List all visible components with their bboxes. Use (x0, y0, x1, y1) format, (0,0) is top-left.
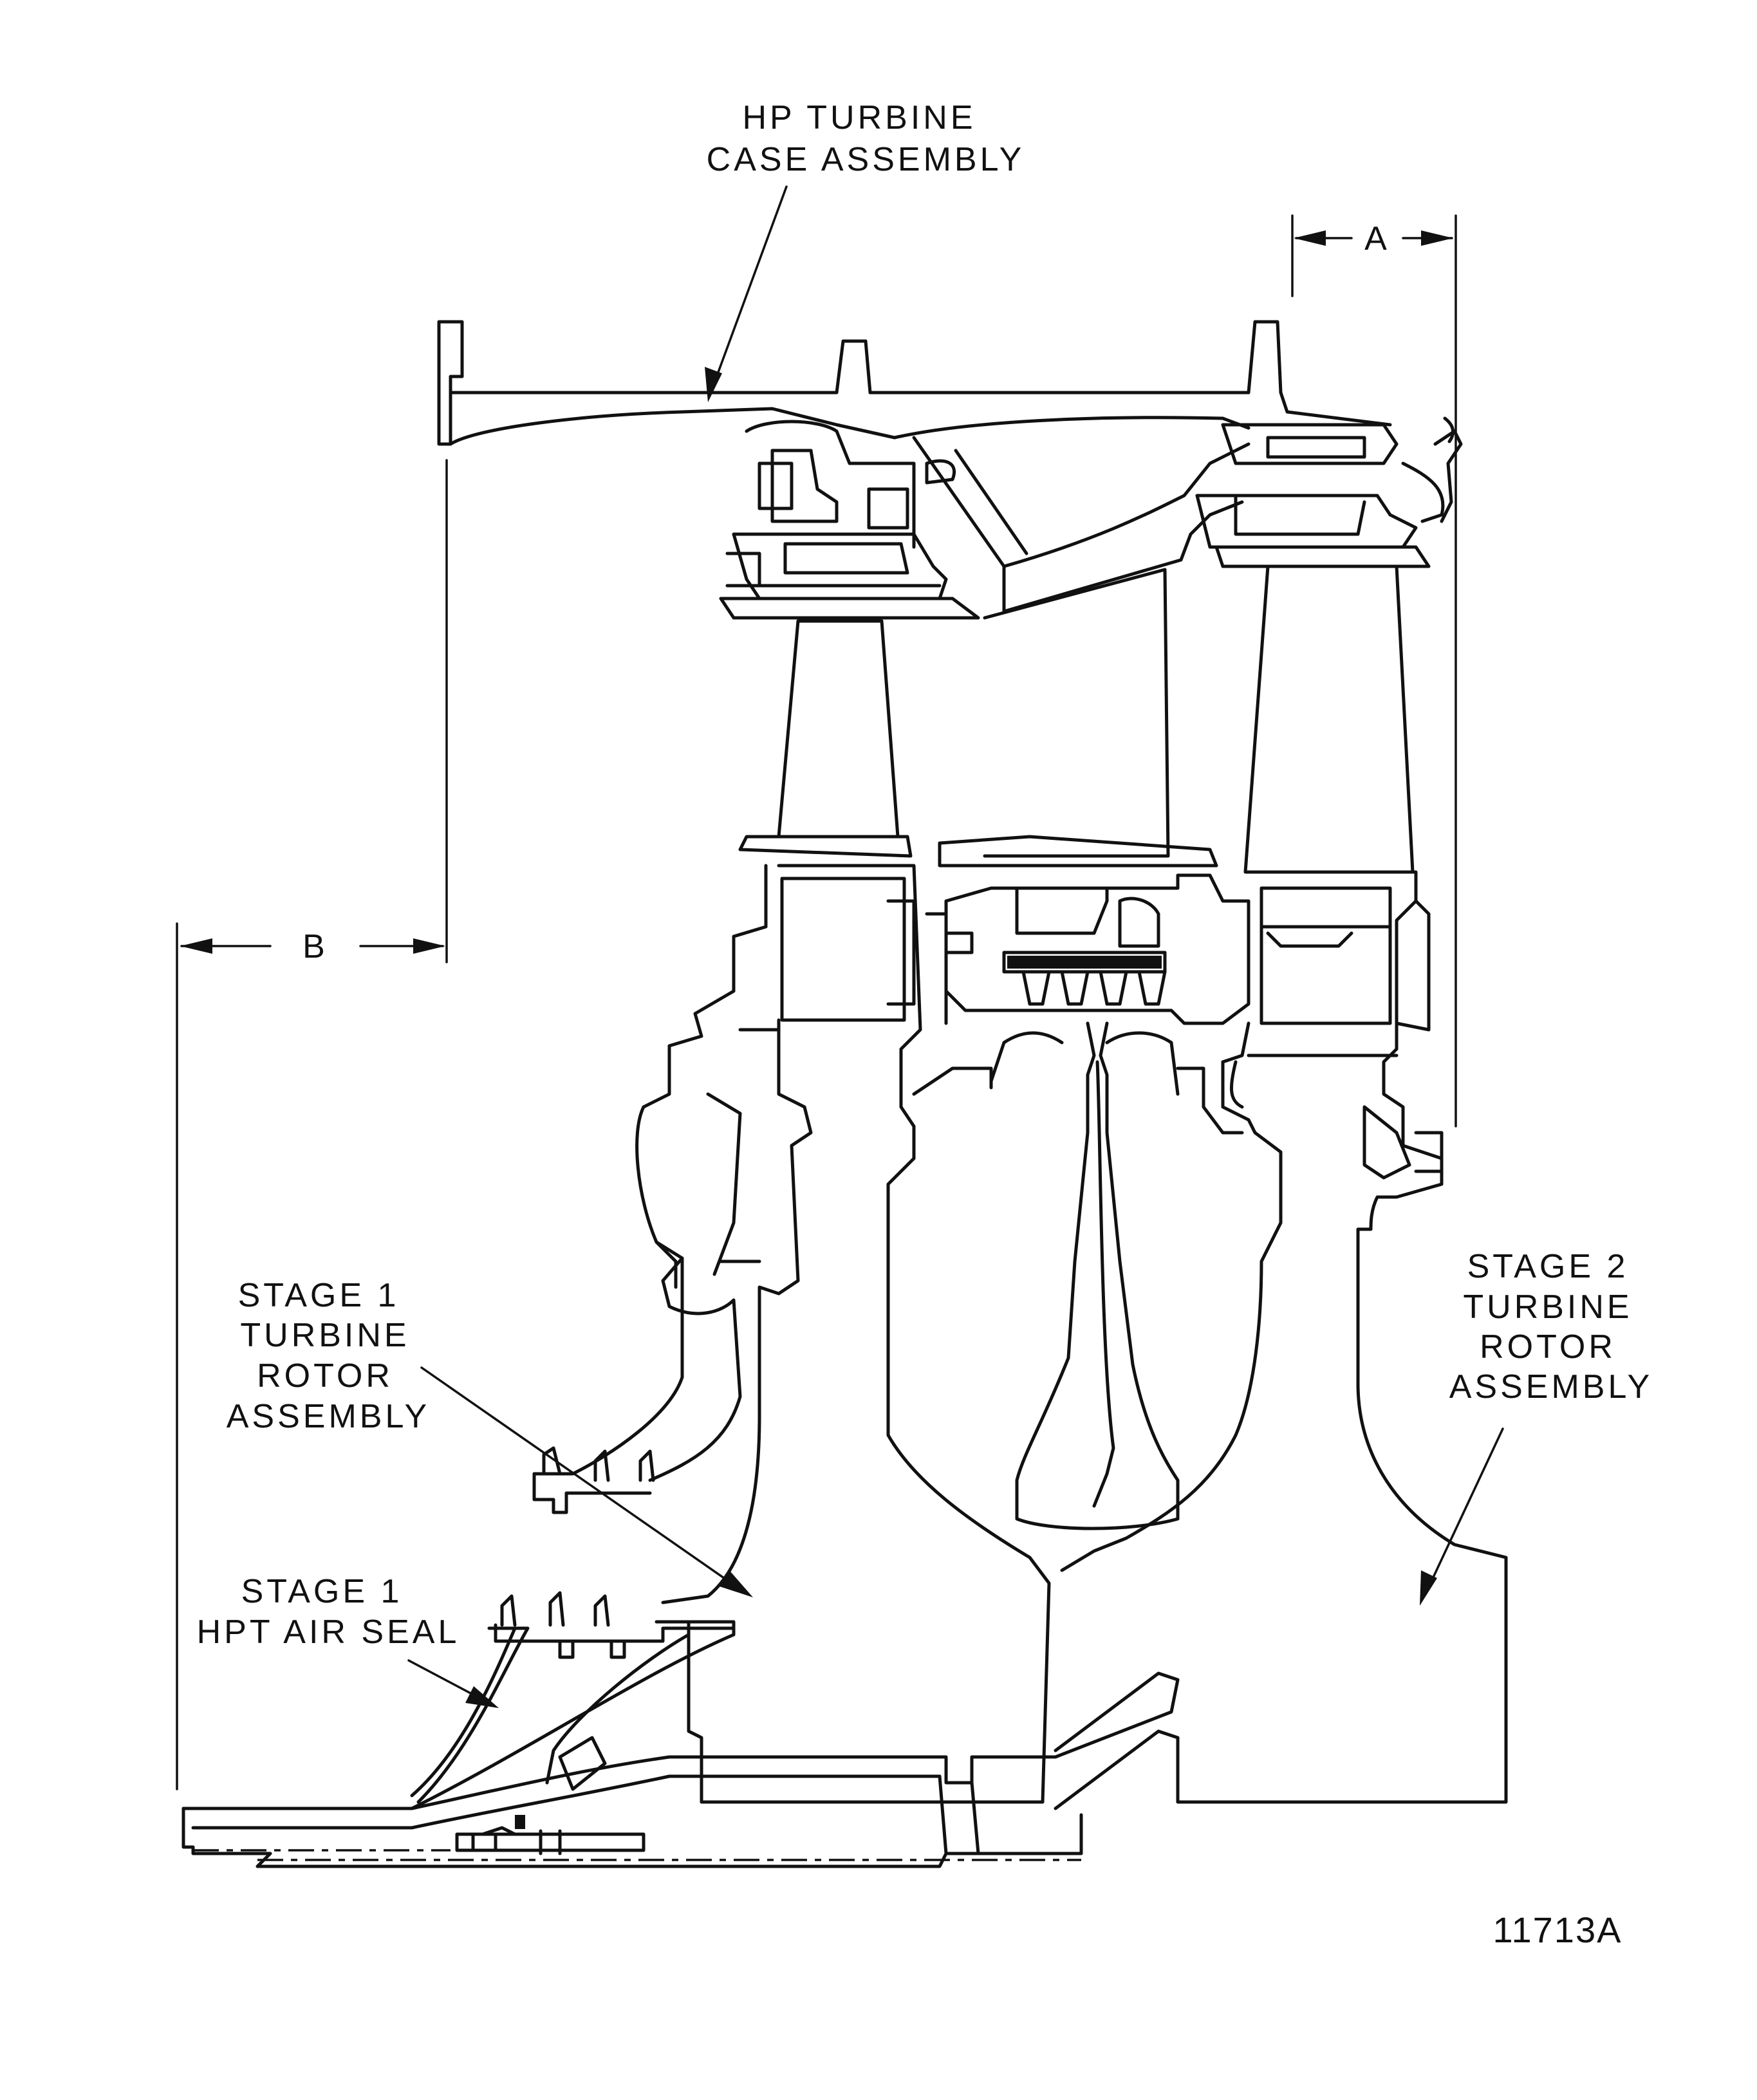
figure-number: 11713A (1493, 1910, 1622, 1950)
stage-1-hpt-air-seal (494, 1591, 736, 1659)
rotor-shaft (181, 1671, 1180, 1868)
stage2-rotor-label-line-4: ASSEMBLY (1449, 1368, 1653, 1406)
dim-a-label: A (1364, 220, 1390, 257)
dimension-a: A (1291, 214, 1457, 1128)
label-stage-1-hpt-air-seal: STAGE 1 HPT AIR SEAL (197, 1573, 460, 1651)
stage1-rotor-label-line-3: ROTOR (257, 1357, 393, 1395)
label-stage-1-turbine-rotor-assembly: STAGE 1 TURBINE ROTOR ASSEMBLY (227, 1277, 430, 1435)
dimension-b: B (176, 459, 448, 1790)
label-stage-2-turbine-rotor-assembly: STAGE 2 TURBINE ROTOR ASSEMBLY (1449, 1248, 1653, 1406)
stage2-rotor-label-line-2: TURBINE (1463, 1288, 1632, 1326)
stage1-rotor-label-line-1: STAGE 1 (238, 1277, 400, 1314)
leader-lines (407, 185, 1504, 1708)
stage2-rotor-label-line-1: STAGE 2 (1467, 1248, 1629, 1285)
stage2-rotor-label-line-3: ROTOR (1480, 1328, 1616, 1366)
stage1-seal-label-line-1: STAGE 1 (241, 1573, 403, 1610)
stage1-rotor-label-line-2: TURBINE (240, 1317, 409, 1354)
inter-stage-vane (938, 568, 1218, 868)
stage-2-turbine-rotor (912, 870, 1508, 1810)
label-hp-turbine-case-assembly: HP TURBINE CASE ASSEMBLY (707, 99, 1025, 178)
stage1-rotor-label-line-4: ASSEMBLY (227, 1398, 430, 1435)
dim-b-label: B (302, 928, 328, 965)
stage-2-blade (1243, 564, 1415, 874)
hp-case-label-line-2: CASE ASSEMBLY (707, 141, 1025, 178)
stage1-seal-label-line-2: HPT AIR SEAL (197, 1613, 460, 1651)
stage-1-blade (738, 619, 913, 858)
interstage-seal (925, 873, 1250, 1025)
stage-1-turbine-rotor (410, 864, 1051, 1810)
hp-turbine-case-assembly (437, 320, 1463, 620)
hp-case-label-line-1: HP TURBINE (742, 99, 976, 136)
